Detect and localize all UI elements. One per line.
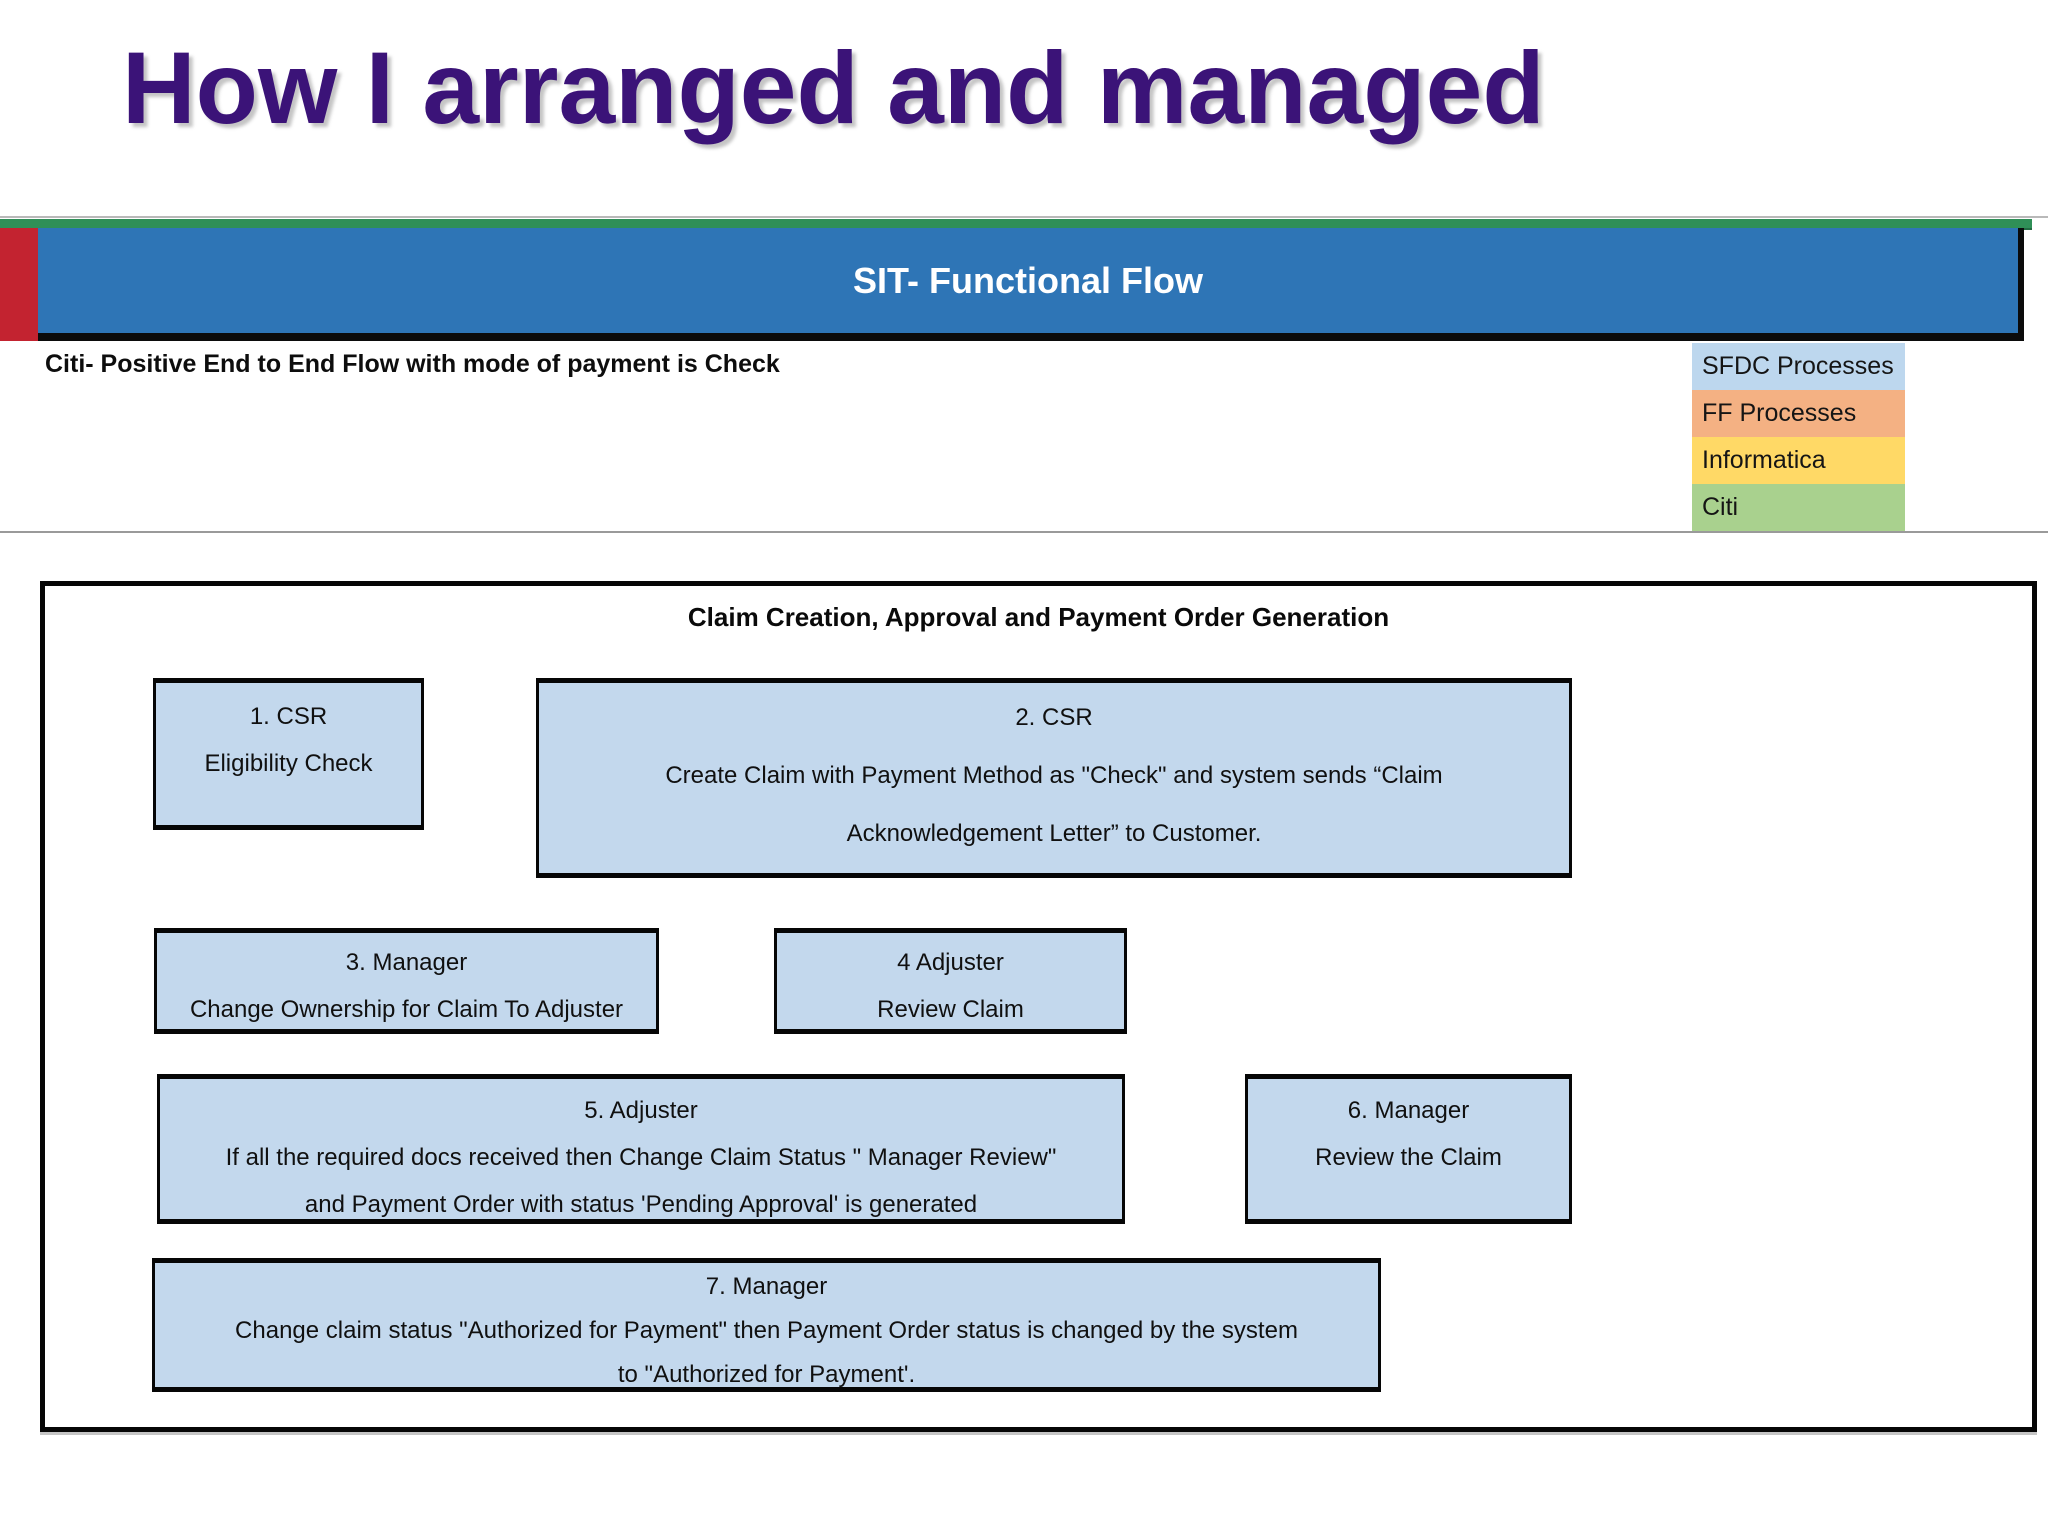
legend-item-ff-processes: FF Processes — [1692, 390, 1905, 437]
flow-box-5-adjuster-docs-received: 5. Adjuster If all the required docs rec… — [157, 1074, 1125, 1224]
flow-box-heading: 6. Manager — [1347, 1097, 1470, 1124]
flow-box-line: Review Claim — [877, 996, 1024, 1023]
flow-box-line: Create Claim with Payment Method as "Che… — [665, 762, 1443, 789]
flowchart-frame: Claim Creation, Approval and Payment Ord… — [40, 581, 2037, 1432]
red-accent-block — [0, 228, 38, 341]
flow-box-line: Change claim status "Authorized for Paym… — [235, 1317, 1298, 1344]
banner-title: SIT- Functional Flow — [853, 260, 1203, 301]
flow-box-line: Eligibility Check — [204, 750, 373, 777]
flowchart-title: Claim Creation, Approval and Payment Ord… — [687, 602, 1390, 632]
flow-box-line: to "Authorized for Payment'. — [617, 1361, 916, 1388]
banner-bar: SIT- Functional Flow — [38, 228, 2024, 341]
middle-divider-line — [0, 531, 2048, 533]
top-divider-line — [0, 216, 2048, 218]
flow-box-7-manager-authorize-payment: 7. Manager Change claim status "Authoriz… — [152, 1258, 1381, 1392]
flow-box-line: If all the required docs received then C… — [225, 1144, 1057, 1171]
flow-box-heading: 1. CSR — [249, 703, 328, 730]
flow-box-line: Change Ownership for Claim To Adjuster — [189, 996, 624, 1023]
flow-box-heading: 5. Adjuster — [584, 1097, 698, 1124]
slide-title: How I arranged and managed — [122, 31, 1545, 145]
flow-box-heading: 3. Manager — [345, 949, 468, 976]
flow-box-6-manager-review-claim: 6. Manager Review the Claim — [1245, 1074, 1572, 1224]
flow-box-line: and Payment Order with status 'Pending A… — [304, 1191, 978, 1218]
legend-item-sfdc-processes: SFDC Processes — [1692, 343, 1905, 390]
legend-item-citi: Citi — [1692, 484, 1905, 531]
flow-box-line: Acknowledgement Letter” to Customer. — [846, 820, 1262, 847]
flow-box-heading: 7. Manager — [705, 1273, 828, 1300]
flow-box-2-csr-create-claim: 2. CSR Create Claim with Payment Method … — [536, 678, 1572, 878]
flow-box-1-csr-eligibility: 1. CSR Eligibility Check — [153, 678, 424, 830]
scenario-subtitle: Citi- Positive End to End Flow with mode… — [45, 350, 780, 378]
flow-box-heading: 2. CSR — [1015, 704, 1093, 731]
flow-box-4-adjuster-review-claim: 4 Adjuster Review Claim — [774, 928, 1127, 1034]
legend-item-informatica: Informatica — [1692, 437, 1905, 484]
legend: SFDC Processes FF Processes Informatica … — [1692, 343, 1905, 531]
flow-box-line: Review the Claim — [1315, 1144, 1502, 1171]
flow-box-heading: 4 Adjuster — [897, 949, 1004, 976]
flow-box-3-manager-change-ownership: 3. Manager Change Ownership for Claim To… — [154, 928, 659, 1034]
